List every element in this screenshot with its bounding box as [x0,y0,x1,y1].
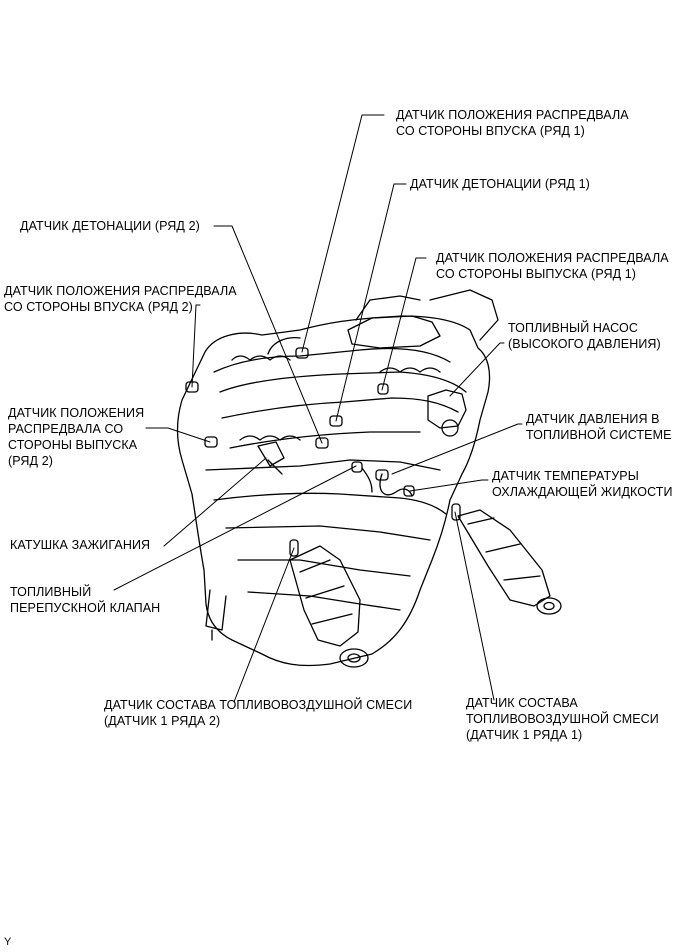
label-fuel-bypass-valve: ТОПЛИВНЫЙ ПЕРЕПУСКНОЙ КЛАПАН [10,585,161,615]
label-exhaust-cam-sensor-bank2: ДАТЧИК ПОЛОЖЕНИЯ РАСПРЕДВАЛА СО СТОРОНЫ … [8,406,145,468]
label-knock-sensor-bank1: ДАТЧИК ДЕТОНАЦИИ (РЯД 1) [410,177,590,191]
label-af-sensor-bank1: ДАТЧИК СОСТАВА ТОПЛИВОВОЗДУШНОЙ СМЕСИ (Д… [466,696,659,742]
label-intake-cam-sensor-bank1: ДАТЧИК ПОЛОЖЕНИЯ РАСПРЕДВАЛА СО СТОРОНЫ … [396,108,629,138]
label-knock-sensor-bank2: ДАТЧИК ДЕТОНАЦИИ (РЯД 2) [20,219,200,233]
leader-lines [113,114,523,703]
figure-code: Y [4,936,12,948]
label-coolant-temp-sensor: ДАТЧИК ТЕМПЕРАТУРЫ ОХЛАЖДАЮЩЕЙ ЖИДКОСТИ [492,469,673,499]
label-exhaust-cam-sensor-bank1: ДАТЧИК ПОЛОЖЕНИЯ РАСПРЕДВАЛА СО СТОРОНЫ … [436,251,669,281]
label-fuel-pump: ТОПЛИВНЫЙ НАСОС (ВЫСОКОГО ДАВЛЕНИЯ) [508,321,661,351]
label-ignition-coil: КАТУШКА ЗАЖИГАНИЯ [10,538,151,552]
engine-outline [176,289,562,668]
label-fuel-pressure-sensor: ДАТЧИК ДАВЛЕНИЯ В ТОПЛИВНОЙ СИСТЕМЕ [526,412,672,442]
label-intake-cam-sensor-bank2: ДАТЧИК ПОЛОЖЕНИЯ РАСПРЕДВАЛА СО СТОРОНЫ … [4,284,237,314]
label-af-sensor-bank2: ДАТЧИК СОСТАВА ТОПЛИВОВОЗДУШНОЙ СМЕСИ (Д… [104,698,413,728]
